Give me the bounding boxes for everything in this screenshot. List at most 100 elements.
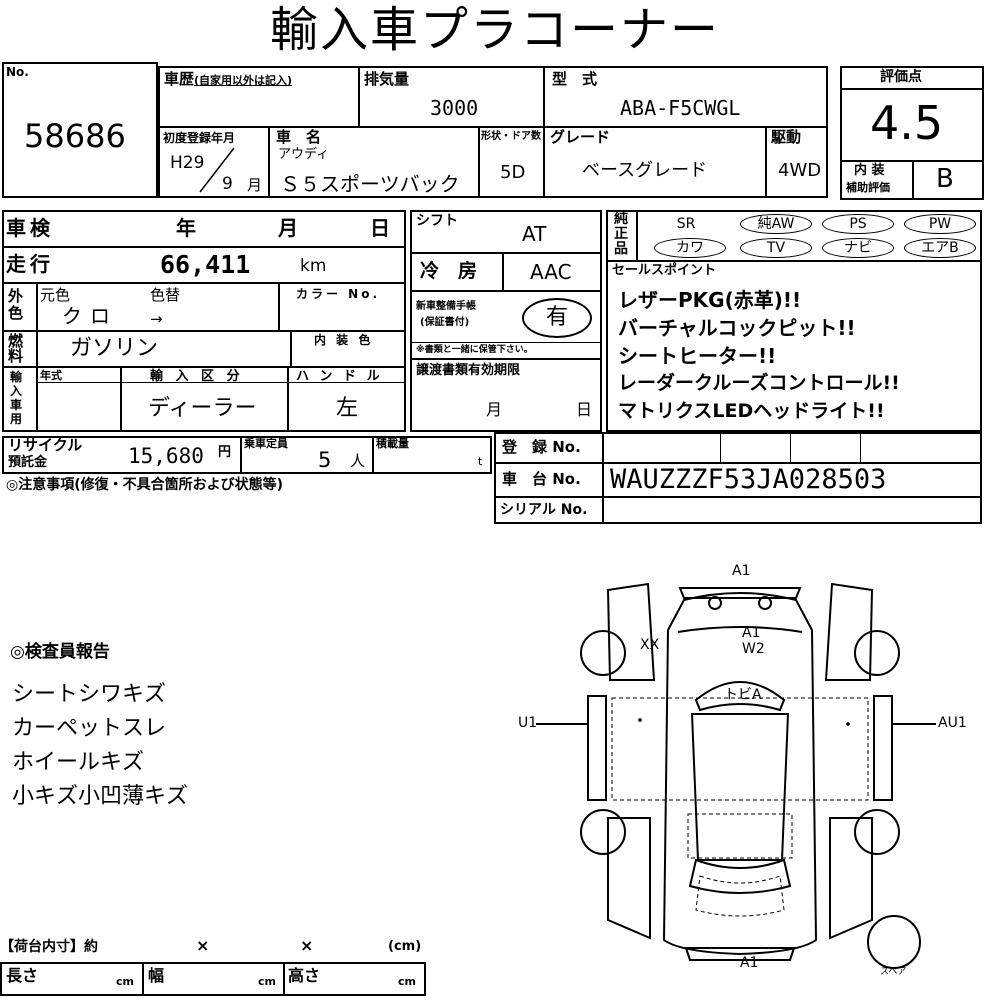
original-color-value: クロ (62, 304, 118, 328)
chassis-label: 車 台 No. (502, 470, 581, 488)
interior-score-value: B (936, 164, 954, 194)
options-label: 純正品 (614, 211, 628, 257)
report-item: 小キズ小凹薄キズ (12, 784, 189, 809)
score-value: 4.5 (870, 96, 944, 150)
cargo-label: 【荷台内寸】約 (0, 939, 98, 955)
maintenance-value: 有 (522, 298, 592, 338)
color-change-value: → (150, 310, 163, 328)
date-slash-icon (199, 147, 235, 193)
car-damage-diagram (536, 582, 936, 969)
inspection-grid (2, 210, 406, 432)
option-alloy-wheel: 純AW (740, 214, 812, 234)
first-registration-year: H29 (170, 153, 205, 173)
options-grid (606, 210, 982, 432)
first-registration-month: 9 (222, 174, 233, 194)
import-label: 輸入車用 (10, 370, 23, 426)
history-label: 車歴(自家用以外は記入) (164, 70, 293, 88)
sales-point-item: レーダークルーズコントロール!! (618, 372, 900, 394)
cargo-height-label: 高さ (288, 966, 321, 985)
interior-color-label: 内 装 色 (314, 333, 374, 347)
cargo-grid (0, 962, 426, 996)
fuel-value: ガソリン (70, 336, 159, 361)
import-year-label: 年式 (40, 369, 62, 382)
lot-number: 58686 (24, 117, 126, 155)
fuel-label: 燃料 (8, 332, 24, 365)
handle-value: 左 (336, 396, 359, 421)
notes-label: ◎注意事項(修復・不具合箇所および状態等) (6, 477, 284, 493)
capacity-label: 乗車定員 (244, 437, 288, 450)
displacement-label: 排気量 (364, 70, 410, 88)
mileage-label: 走行 (6, 252, 54, 276)
shift-ac-grid (410, 210, 602, 432)
sales-point-item: バーチャルコックピット!! (618, 316, 856, 340)
import-class-label: 輸 入 区 分 (150, 369, 244, 384)
recycle-label-2: 預託金 (8, 455, 48, 470)
maintenance-note: ※書類と一緒に保管下さい。 (416, 345, 533, 355)
report-item: カーペットスレ (12, 716, 167, 741)
page-title: 輸入車プラコーナー (270, 2, 721, 58)
first-registration-month-unit: 月 (247, 176, 263, 194)
diagram-roof-label: トビA (724, 687, 762, 703)
cargo-width-label: 幅 (148, 966, 165, 985)
drive-value: 4WD (778, 160, 822, 181)
transfer-label: 譲渡書類有効期限 (416, 363, 521, 378)
recycle-grid (2, 436, 492, 474)
diagram-left-label: U1 (518, 715, 538, 731)
chassis-value: WAUZZZF53JA028503 (610, 464, 887, 495)
option-navi: ナビ (822, 238, 894, 258)
ac-label: 冷 房 (420, 260, 478, 282)
recycle-value: 15,680 (128, 444, 204, 468)
recycle-label-1: リサイクル (8, 436, 83, 454)
recycle-unit: 円 (218, 445, 232, 460)
diagram-hood-label-2: W2 (742, 641, 765, 657)
sales-point-item: レザーPKG(赤革)!! (618, 288, 802, 312)
header-grid (158, 66, 828, 198)
interior-score-label-1: 内 装 (854, 163, 885, 178)
cargo-length-unit: cm (116, 975, 134, 988)
body-label: 形状・ドア数 (481, 131, 541, 142)
sales-point-item: シートヒーター!! (618, 344, 777, 368)
model-code-value: ABA-F5CWGL (620, 96, 741, 120)
registration-grid (494, 432, 982, 524)
model-code-label: 型 式 (552, 70, 598, 88)
import-class-value: ディーラー (148, 396, 257, 421)
diagram-front-label: A1 (732, 563, 751, 579)
transfer-day-unit: 日 (576, 400, 593, 419)
registration-label: 登 録 No. (502, 438, 581, 456)
report-item: シートシワキズ (12, 682, 167, 707)
cargo-height-unit: cm (398, 975, 416, 988)
car-maker: アウディ (278, 147, 330, 162)
option-power-window: PW (904, 214, 976, 234)
inspection-month-unit: 月 (278, 216, 298, 240)
car-model: Ｓ５スポーツバック (280, 172, 460, 196)
shift-value: AT (522, 222, 547, 246)
drive-label: 駆動 (771, 128, 802, 146)
color-change-label: 色替 (150, 286, 181, 304)
diagram-right-label: AU1 (938, 715, 967, 731)
option-sr: SR (676, 216, 696, 232)
cargo-length-label: 長さ (6, 966, 39, 985)
report-item: ホイールキズ (12, 750, 145, 775)
body-value: 5D (500, 162, 526, 183)
cargo-times-2: × (300, 936, 314, 955)
lot-box (2, 62, 158, 198)
load-label: 積載量 (376, 437, 409, 450)
shift-label: シフト (416, 213, 458, 229)
cargo-unit: (cm) (388, 939, 422, 954)
grade-value: ベースグレード (582, 160, 708, 181)
option-leather: カワ (654, 238, 726, 258)
inspector-report-label: ◎検査員報告 (10, 642, 110, 662)
diagram-hood-label-1: A1 (742, 625, 761, 641)
transfer-month-unit: 月 (486, 400, 503, 419)
maintenance-label-1: 新車整備手帳 (416, 301, 476, 312)
option-airbag: エアB (904, 238, 976, 258)
option-tv: TV (740, 238, 812, 258)
score-label: 評価点 (880, 69, 922, 85)
displacement-value: 3000 (430, 96, 479, 120)
color-label: 外色 (8, 287, 24, 322)
maintenance-label-2: (保証書付) (420, 317, 470, 328)
load-unit: t (478, 455, 483, 468)
option-power-steering: PS (822, 214, 894, 234)
sales-point-item: マトリクスLEDヘッドライト!! (618, 400, 885, 422)
mileage-unit: km (300, 256, 327, 276)
